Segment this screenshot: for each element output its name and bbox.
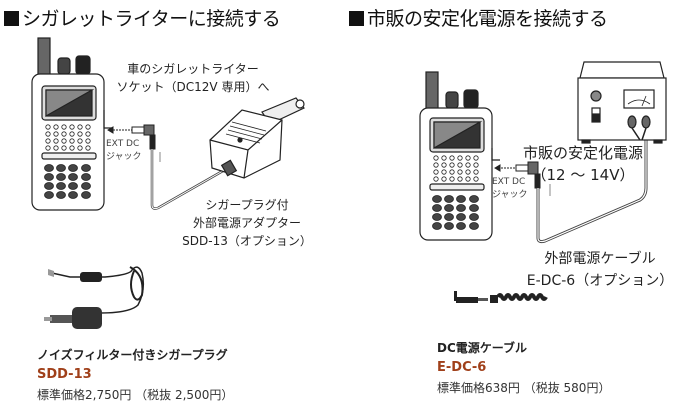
adapter-label: シガープラグ付 外部電源アダプター SDD-13（オプション） [172,196,322,250]
cigarette-adapter-illustration [209,97,305,179]
ext-dc-jack-label-left: EXT DC ジャック [106,138,142,164]
label-line: SDD-13（オプション） [182,234,312,248]
dc-plug-illustration [107,124,229,210]
product-card-edc6: DC電源ケーブル E-DC-6 標準価格638円 （税抜 580円） [437,338,610,398]
square-bullet-icon [349,11,364,26]
product-name: DC電源ケーブル [437,341,528,355]
sdd13-product-photo [44,266,145,329]
label-line: シガープラグ付 [205,198,289,212]
power-supply-illustration [577,61,667,144]
label-line: ジャック [106,152,142,162]
cigarette-lighter-connection-diagram [31,37,305,211]
socket-label: 車のシガレットライター ソケット（DC12V 専用）へ [108,60,278,96]
square-bullet-icon [4,11,19,26]
label-line: E-DC-6（オプション） [526,273,674,289]
label-line: EXT DC [106,139,140,149]
label-line: （12 ～ 14V） [531,166,635,184]
product-model[interactable]: E-DC-6 [437,360,487,375]
regulated-psu-connection-diagram [419,61,667,244]
edc6-product-photo [454,291,548,303]
dc-plug-illustration [494,140,648,244]
product-price: 標準価格638円 （税抜 580円） [437,381,611,395]
product-price: 標準価格2,750円 （税抜 2,500円） [37,388,234,402]
product-model[interactable]: SDD-13 [37,367,92,382]
section-title-cigarette-lighter: シガレットライターに接続する [4,4,281,31]
product-card-sdd13: ノイズフィルター付きシガープラグ SDD-13 標準価格2,750円 （税抜 2… [37,345,233,405]
label-line: 外部電源ケーブル [544,251,656,267]
label-line: ジャック [492,190,528,200]
product-name: ノイズフィルター付きシガープラグ [37,348,228,362]
section-title-text: シガレットライターに接続する [22,8,281,30]
transceiver-illustration [31,37,112,211]
label-line: 市販の安定化電源 [522,144,643,162]
section-title-regulated-psu: 市販の安定化電源を接続する [349,4,608,31]
transceiver-illustration [419,71,500,241]
label-line: 車のシガレットライター [127,62,259,76]
label-line: EXT DC [492,177,526,187]
ext-dc-jack-label-right: EXT DC ジャック [492,176,528,202]
cable-label: 外部電源ケーブル E-DC-6（オプション） [520,248,680,292]
psu-label: 市販の安定化電源 （12 ～ 14V） [508,142,658,186]
label-line: ソケット（DC12V 専用）へ [116,80,270,94]
label-line: 外部電源アダプター [192,216,301,230]
section-title-text: 市販の安定化電源を接続する [367,8,608,30]
